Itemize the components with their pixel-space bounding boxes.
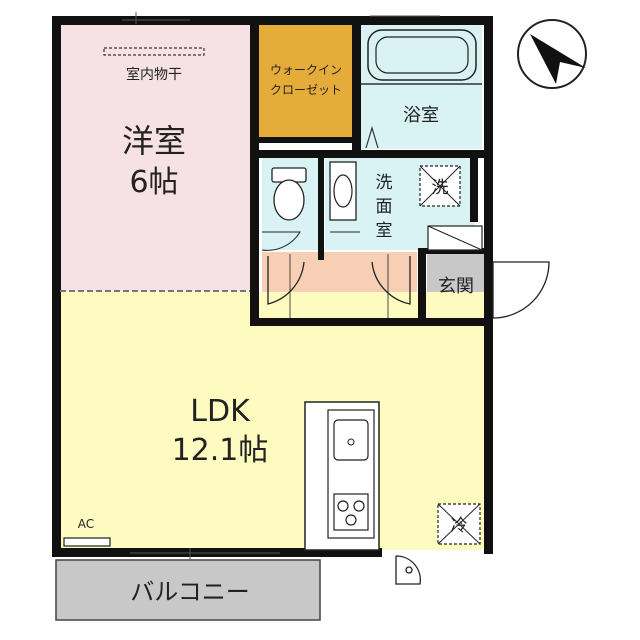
compass-icon	[517, 19, 587, 89]
balcony-area	[55, 559, 321, 621]
western-room-size: 6帖	[129, 165, 178, 200]
western-room-area	[60, 24, 250, 291]
bathtub-inner	[375, 36, 469, 74]
ldk-size: 12.1帖	[172, 433, 269, 468]
doors	[261, 231, 550, 585]
stove-icon	[333, 493, 369, 531]
ac-label: AC	[78, 517, 94, 531]
shoe-cabinet	[427, 225, 483, 251]
washer-symbol: 洗	[432, 178, 449, 198]
western-room-name: 洋室	[122, 122, 186, 160]
balcony-name: バルコニー	[130, 578, 250, 606]
kitchen-sink	[333, 419, 369, 461]
wash-basin	[333, 174, 353, 208]
ldk-name: LDK	[190, 394, 251, 429]
bathroom-door-mark	[365, 125, 379, 149]
sink-drain	[347, 438, 355, 446]
indoor-drying-label: 室内物干	[126, 66, 182, 83]
washroom-label-3: 室	[376, 221, 393, 241]
washroom-label-2: 面	[376, 197, 393, 217]
entrance-name: 玄関	[438, 276, 474, 297]
indoor-drying-rod	[103, 47, 205, 56]
closet-label-line2: クローゼット	[270, 83, 342, 97]
walk-in-closet-area	[256, 24, 356, 139]
window-marks	[122, 12, 440, 560]
fridge-symbol: 冷	[451, 516, 468, 536]
air-conditioner-unit	[63, 537, 111, 547]
washroom-label-1: 洗	[376, 173, 393, 193]
washing-machine-icon: 洗	[419, 165, 461, 207]
bathtub	[367, 29, 477, 81]
kitchen-counter	[304, 401, 380, 551]
toilet-bowl	[273, 179, 305, 221]
ldk-area	[60, 292, 484, 550]
closet-label-line1: ウォークイン	[270, 63, 342, 77]
refrigerator-icon: 冷	[437, 503, 481, 545]
bathroom-name: 浴室	[403, 105, 439, 126]
